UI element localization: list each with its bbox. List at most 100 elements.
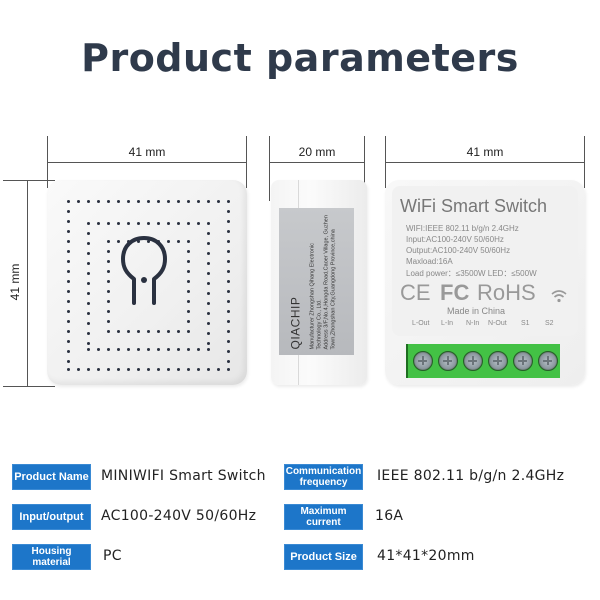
vent-dot [87,272,90,275]
vent-dot [67,300,70,303]
param-key-maximum-current: Maximum current [284,504,363,530]
vent-dot [197,368,200,371]
vent-dot [107,300,110,303]
vent-dot [67,340,70,343]
vent-dot [157,222,160,225]
vent-dot [227,270,230,273]
vent-dot [187,330,190,333]
vent-dot [157,348,160,351]
param-key-product-name: Product Name [12,464,91,490]
param-value-input-output: AC100-240V 50/60Hz [101,508,257,524]
terminal-label: N-In [466,320,480,327]
spec-line: Maxload:16A [406,257,453,266]
vent-dot [227,360,230,363]
vent-dot [117,348,120,351]
vent-dot [87,348,90,351]
wifi-icon [551,290,567,303]
terminal-label: L-In [441,320,454,327]
vent-dot [157,368,160,371]
spec-line: Output:AC100-240V 50/60Hz [406,246,511,255]
vent-dot [107,250,110,253]
page-title: Product parameters [81,36,519,80]
vent-dot [227,210,230,213]
vent-dot [207,292,210,295]
vent-dot [217,368,220,371]
vent-dot [87,368,90,371]
vent-dot [97,348,100,351]
vent-dot [187,320,190,323]
vent-dot [207,302,210,305]
vent-dot [197,200,200,203]
vent-dot [117,368,120,371]
vent-dot [157,330,160,333]
vent-dot [137,368,140,371]
vent-dot [107,320,110,323]
vent-dot [107,200,110,203]
vent-dot [77,368,80,371]
front-width-label: 41 mm [128,145,166,159]
vent-dot [187,368,190,371]
terminal-label: S1 [521,320,530,327]
vent-dot [187,200,190,203]
vent-dot [167,348,170,351]
vent-dot [147,222,150,225]
vent-dot [67,350,70,353]
dimension-line [269,162,365,163]
vent-dot [207,342,210,345]
vent-dot [207,332,210,335]
vent-dot [157,200,160,203]
vent-dot [67,270,70,273]
terminal-label: N-Out [488,320,507,327]
vent-dot [227,320,230,323]
vent-dot [137,240,140,243]
param-value-product-size: 41*41*20mm [377,548,475,564]
vent-dot [87,232,90,235]
vent-dot [137,330,140,333]
vent-dot [147,240,150,243]
vent-dot [67,230,70,233]
dimension-tick [269,136,270,201]
vent-dot [227,220,230,223]
vent-dot [207,312,210,315]
vent-dot [187,280,190,283]
spec-line: Load power：≤3500W LED：≤500W [406,269,537,278]
vent-dot [117,222,120,225]
vent-dot [127,200,130,203]
screw-terminal-icon [513,351,533,371]
param-key-communication-frequency: Communication frequency [284,464,363,490]
vent-dot [227,330,230,333]
spec-line: Input:AC100-240V 50/60Hz [406,235,504,244]
vent-dot [187,250,190,253]
dimension-tick [3,386,55,387]
vent-dot [117,240,120,243]
param-value-maximum-current: 16A [375,508,404,524]
brand-name: QIACHIP [288,296,302,349]
vent-dot [177,330,180,333]
vent-dot [137,348,140,351]
screw-terminal-icon [538,351,558,371]
vent-dot [107,348,110,351]
param-value-housing-material: PC [103,548,122,564]
param-key-input-output: Input/output [12,504,91,530]
dimension-line [27,180,28,386]
vent-dot [67,220,70,223]
vent-dot [167,200,170,203]
vent-dot [107,260,110,263]
terminal-label: L-Out [412,320,430,327]
vent-dot [87,200,90,203]
vent-dot [67,240,70,243]
back-width-label: 41 mm [466,145,504,159]
param-value-product-name: MINIWIFI Smart Switch [101,468,266,484]
vent-dot [227,310,230,313]
vent-dot [147,348,150,351]
vent-dot [97,222,100,225]
vent-dot [197,348,200,351]
vent-dot [87,302,90,305]
vent-dot [87,292,90,295]
vent-dot [207,200,210,203]
vent-dot [97,200,100,203]
vent-dot [117,330,120,333]
vent-dot [67,200,70,203]
vent-dot [107,222,110,225]
vent-dot [177,200,180,203]
